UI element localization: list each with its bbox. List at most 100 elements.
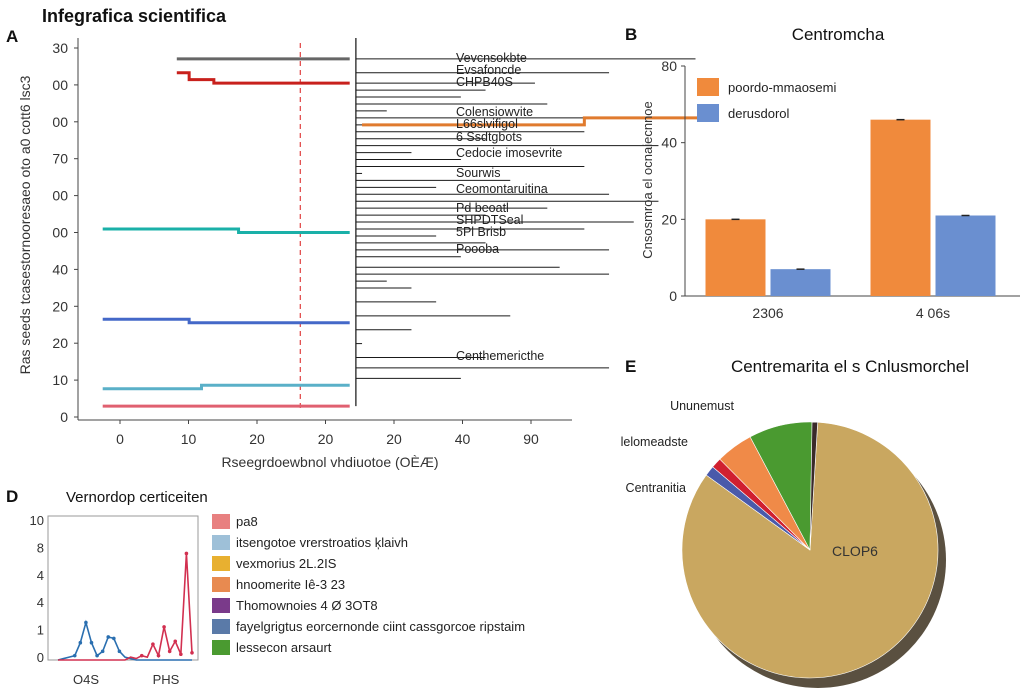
panel-d-point-red	[162, 625, 166, 629]
panel-e-slice-5	[809, 421, 818, 551]
panel-a-xtick-label: 10	[181, 431, 197, 447]
panel-b-bar-poordo-mmaosemi	[705, 219, 766, 296]
panel-b-bar-derusdorol	[770, 269, 831, 296]
panel-d-ytick-label: 0	[37, 650, 44, 665]
panel-a-leaf-label: Sourwis	[456, 166, 500, 180]
panel-d-point-red	[167, 649, 172, 654]
panel-b-legend-swatch	[697, 78, 719, 96]
panel-d-plot-frame	[47, 515, 199, 661]
panel-d-category-label: PHS	[153, 672, 180, 687]
panel-a-ytick-label: 20	[52, 335, 68, 351]
panel-a-xtick-label: 20	[318, 431, 334, 447]
figure-title: Infegrafica scientifica	[42, 6, 227, 26]
panel-d-point-blue	[106, 635, 111, 639]
panel-b-category-label: 4 06s	[916, 305, 950, 321]
panel-d-legend-label: pa8	[236, 514, 258, 529]
panel-d-ytick-label: 4	[37, 595, 44, 610]
panel-a-series-lightblue	[102, 383, 350, 391]
panel-a-xtick-label: 20	[249, 431, 265, 447]
panel-d-ytick-label: 8	[37, 540, 44, 555]
panel-d-ytick-label: 4	[37, 568, 44, 583]
panel-d-point-red	[184, 551, 189, 556]
panel-a-xtick-label: 40	[455, 431, 471, 447]
panel-b-legend-swatch	[697, 104, 719, 122]
panel-d-legend-label: fayelgrigtus eorcernonde ciint cassgorco…	[236, 619, 525, 634]
panel-a-ytick-label: 00	[52, 114, 68, 130]
panel-a-leaf-label: SHPDTSeal	[456, 213, 523, 227]
panel-e-slice-label: Centranitia	[626, 481, 686, 495]
panel-d-point-blue	[78, 640, 83, 645]
panel-d-ytick-label: 10	[30, 513, 44, 528]
panel-a-leaf-label: Evsafoncde	[456, 63, 521, 77]
panel-a-letter: A	[6, 27, 18, 46]
panel-d-point-blue	[84, 620, 88, 625]
panel-a-series-orange	[362, 116, 708, 127]
panel-d-category-label: O4S	[73, 672, 99, 687]
panel-a-ytick-label: 10	[52, 372, 68, 388]
panel-b-bar-derusdorol	[935, 215, 996, 296]
panel-d-legend-label: lessecon arsaurt	[236, 640, 332, 655]
panel-d-legend-label: itsengotoe vrerstroatios ķlaivh	[236, 535, 408, 550]
panel-b-ytick-label: 40	[661, 135, 677, 151]
panel-e-title: Centremarita el s Cnlusmorchel	[731, 357, 969, 376]
panel-a-xtick-label: 0	[116, 431, 124, 447]
panel-d-ytick-label: 1	[37, 623, 44, 638]
panel-d-point-red	[139, 653, 144, 658]
panel-b-legend-label: derusdorol	[728, 106, 790, 121]
panel-a-xtick-label: 20	[386, 431, 402, 447]
panel-d-legend-label: vexmorius 2L.2IS	[236, 556, 337, 571]
panel-a-leaf-label: 5Pl Brisb	[456, 225, 506, 239]
panel-d-point-red	[179, 652, 183, 657]
panel-d-series-blue	[57, 619, 192, 661]
panel-d-point-red	[156, 653, 161, 658]
panel-a-ytick-label: 20	[52, 298, 68, 314]
panel-e-slice-label: Ununemust	[670, 399, 734, 413]
panel-b-title: Centromcha	[792, 25, 885, 44]
panel-b-ytick-label: 20	[661, 211, 677, 227]
panel-d-title: Vernordop certiceiten	[66, 489, 208, 506]
panel-d-point-red	[151, 642, 155, 646]
panel-d-point-blue	[117, 649, 122, 654]
panel-a-series-red	[176, 71, 350, 85]
panel-d-point-blue	[112, 636, 116, 641]
panel-d-point-blue	[100, 649, 105, 654]
panel-a-ytick-label: 40	[52, 261, 68, 277]
panel-d-legend-label: hnoomerite Iê-3 23	[236, 577, 345, 592]
panel-d-legend-swatch	[212, 556, 230, 571]
panel-d-legend-label: Thomownoies 4 Ø 3OT8	[236, 598, 378, 613]
panel-a-ytick-label: 0	[60, 409, 68, 425]
panel-a-ytick-label: 30	[52, 40, 68, 56]
panel-d-legend-swatch	[212, 514, 230, 529]
panel-a-series-blue	[102, 317, 350, 325]
panel-a-leaf-label: Vevcnsokbte	[456, 51, 527, 65]
panel-d-point-blue	[95, 653, 99, 658]
panel-d-point-red	[190, 651, 194, 655]
panel-a-ytick-label: 00	[52, 77, 68, 93]
panel-d-legend-swatch	[212, 598, 230, 613]
panel-a-leaf-label: CHPB40S	[456, 75, 513, 89]
panel-d-point-red	[173, 639, 178, 644]
panel-e-slice-0	[681, 421, 939, 679]
panel-a-ylabel: Ras seeds tcasestornooresaeo oto a0 cott…	[17, 75, 33, 374]
panel-a-leaf-label: Poooba	[456, 242, 499, 256]
panel-b-letter: B	[625, 25, 637, 44]
panel-a-leaf-label: Centhemericthe	[456, 349, 544, 363]
panel-a-leaf-label: Pd beoatl	[456, 201, 509, 215]
panel-a-leaf-label: Ceomontaruitina	[456, 182, 548, 196]
panel-b-ylabel: Cnsosmroa el ocnaiecnnoe	[640, 101, 655, 259]
panel-a-ytick-label: 00	[52, 188, 68, 204]
panel-a-xlabel: Rseegrdoewbnol vhdiuotoe (OÈÆ)	[221, 454, 438, 470]
panel-a-leaf-label: 6 Ssdtgbots	[456, 130, 522, 144]
panel-a-ytick-label: 70	[52, 151, 68, 167]
panel-a-xtick-label: 90	[523, 431, 539, 447]
panel-d-legend-swatch	[212, 619, 230, 634]
panel-e-letter: E	[625, 357, 636, 376]
panel-e-slice-label: lelomeadste	[621, 435, 688, 449]
panel-d-point-blue	[72, 653, 77, 658]
panel-b-legend-label: poordo-mmaosemi	[728, 80, 836, 95]
panel-a-series-teal	[102, 227, 350, 234]
